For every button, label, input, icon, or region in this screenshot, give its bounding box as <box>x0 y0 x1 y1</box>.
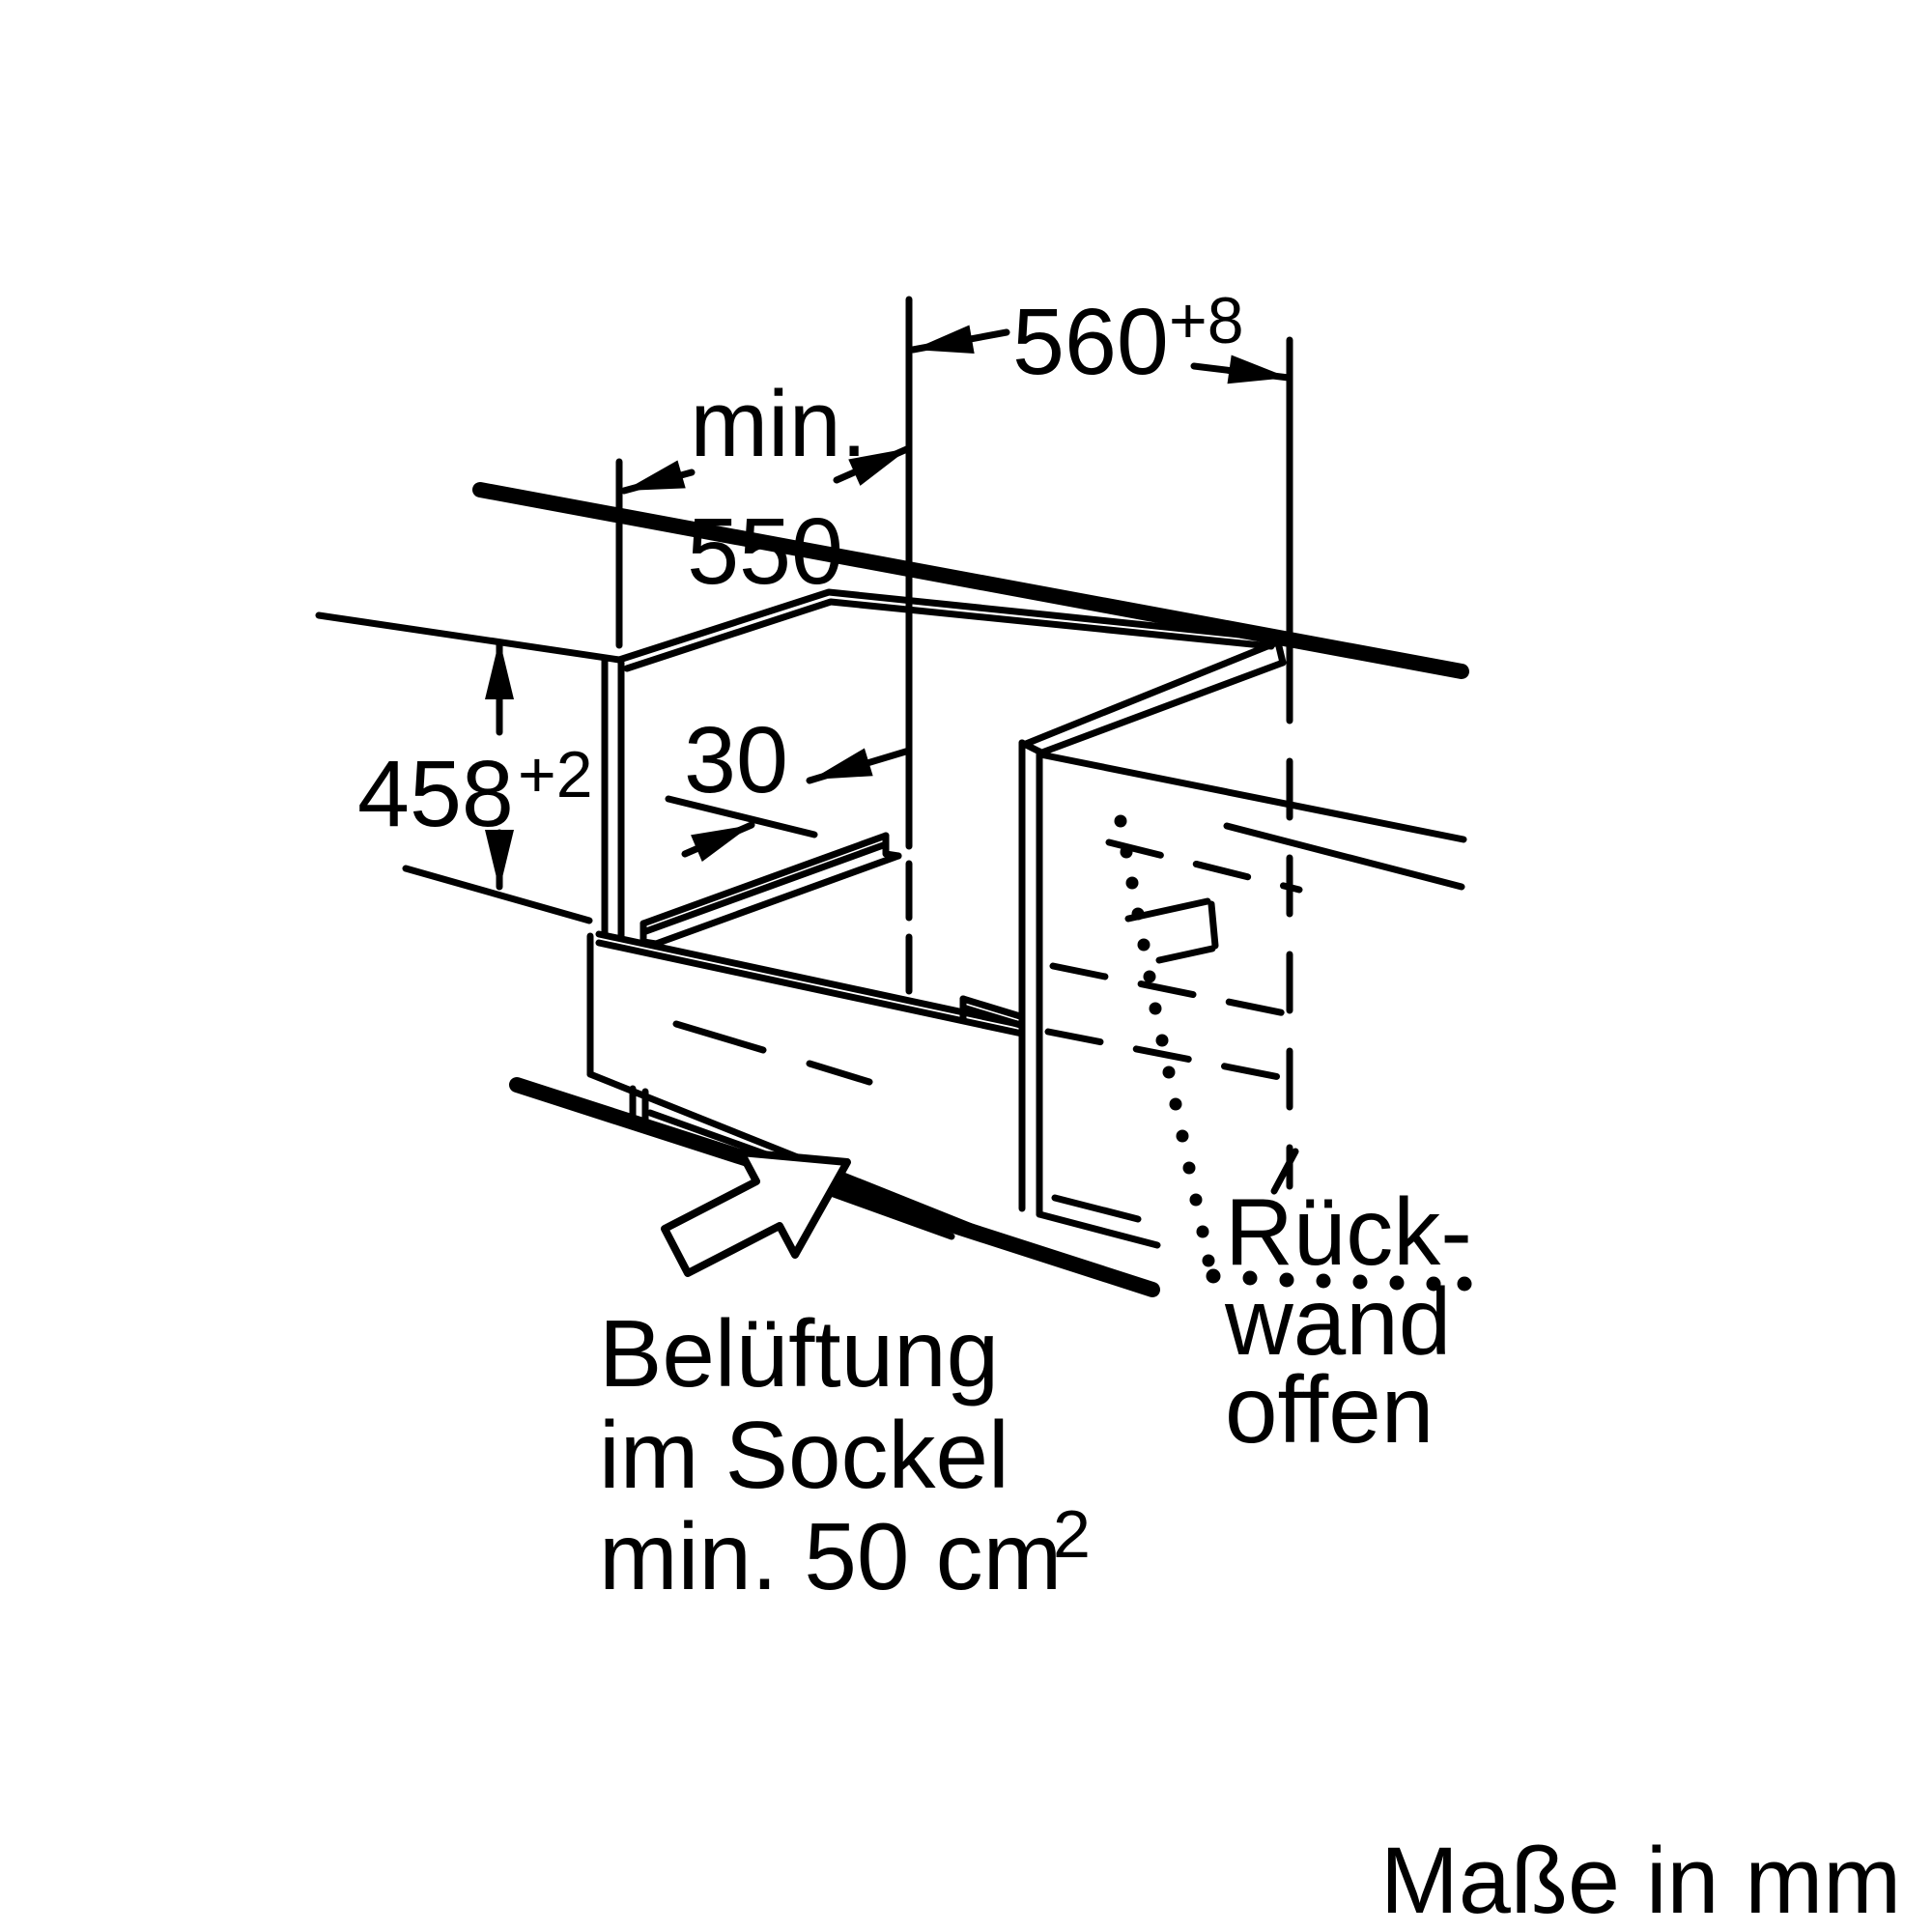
rail2-top <box>959 995 1024 1020</box>
ventilation-arrow-icon <box>661 1149 851 1277</box>
ceiling-band-outer <box>615 588 1281 664</box>
hidden-bracket-dash-b <box>1208 900 1219 950</box>
rail-bottom <box>652 852 902 948</box>
dimension-458-label: 458 <box>357 741 514 846</box>
dimension-458-tolerance: +2 <box>518 738 593 811</box>
dimension-labels: min. 550 560 +8 458 +2 30 <box>357 284 1244 846</box>
ventilation-note-line3: min. 50 cm <box>599 1503 1062 1609</box>
right-panel-bottom-back <box>1051 1194 1142 1223</box>
ventilation-note-line1: Belüftung <box>599 1300 999 1406</box>
niche-left-front-edge <box>601 654 625 941</box>
right-counter-line <box>1223 822 1465 891</box>
dimension-min-label: min. <box>690 371 867 476</box>
niche-ceiling-band <box>615 588 1287 757</box>
left-support-rail <box>639 832 902 948</box>
back-wall-note: Rück- wand offen <box>1224 1179 1472 1463</box>
niche-floor-front-inner <box>595 939 1026 1037</box>
left-counter-top-edge <box>315 611 623 664</box>
rail2-bottom <box>959 1004 1024 1029</box>
hidden-plinth-dash-a <box>672 1020 767 1054</box>
dotted-leader-line <box>1114 814 1472 1292</box>
rail-top-front <box>639 832 890 927</box>
ref-line-458-bottom <box>402 865 593 924</box>
ext-line-560-right-end-dash <box>1270 1148 1299 1195</box>
right-cabinet-panel <box>1018 739 1467 1249</box>
arrow-560-left-icon <box>913 325 975 355</box>
hidden-edges <box>672 838 1303 1086</box>
rail-left-cap <box>639 920 660 948</box>
ventilation-note-sup: 2 <box>1053 1496 1091 1572</box>
extension-lines <box>402 296 1299 1195</box>
ventilation-note: Belüftung im Sockel min. 50 cm 2 <box>599 1300 1091 1609</box>
ceiling-band-inner <box>623 598 1275 672</box>
ref-line-30-lower <box>665 795 818 838</box>
dimension-30-label: 30 <box>684 707 788 812</box>
hidden-bracket-dash-c <box>1155 945 1216 964</box>
right-panel-bottom-edge <box>1036 1210 1161 1249</box>
back-wall-note-line2: wand <box>1224 1268 1451 1375</box>
arrow-458-up-icon <box>485 639 514 699</box>
right-panel-top-join <box>1018 739 1043 755</box>
dimension-560-label: 560 <box>1012 289 1169 394</box>
niche-floor-front-outer <box>595 930 1026 1029</box>
dimension-arrows <box>485 325 1293 891</box>
dimension-550-label: 550 <box>687 498 843 604</box>
hidden-back-band <box>1105 838 1303 894</box>
hidden-rail-bottom <box>1044 1028 1303 1085</box>
back-wall-note-line1: Rück- <box>1225 1179 1472 1285</box>
back-wall-note-line3: offen <box>1225 1356 1434 1463</box>
arrow-30-lower-icon <box>691 825 752 863</box>
right-descent-outer <box>1022 639 1281 748</box>
rail-top-back <box>639 840 890 936</box>
right-support-rail-stub <box>959 995 1024 1029</box>
arrow-550-left-icon <box>624 460 686 491</box>
dimension-560-tolerance: +8 <box>1169 284 1244 357</box>
worktop-front-edge <box>472 482 1469 679</box>
units-note: Maße in mm <box>1380 1828 1901 1932</box>
hidden-rail-top <box>1049 962 1303 1020</box>
arrow-550-right-icon <box>848 448 909 486</box>
arrow-30-upper-icon <box>811 748 873 780</box>
rail-right-cap <box>882 832 902 860</box>
right-descent-inner <box>1036 659 1287 757</box>
arrow-560-right-icon <box>1227 355 1289 384</box>
arrow-458-down-icon <box>485 830 514 890</box>
ventilation-note-line2: im Sockel <box>599 1402 1009 1508</box>
hidden-plinth-dash-b <box>806 1060 873 1086</box>
right-wall-line <box>1037 751 1467 843</box>
